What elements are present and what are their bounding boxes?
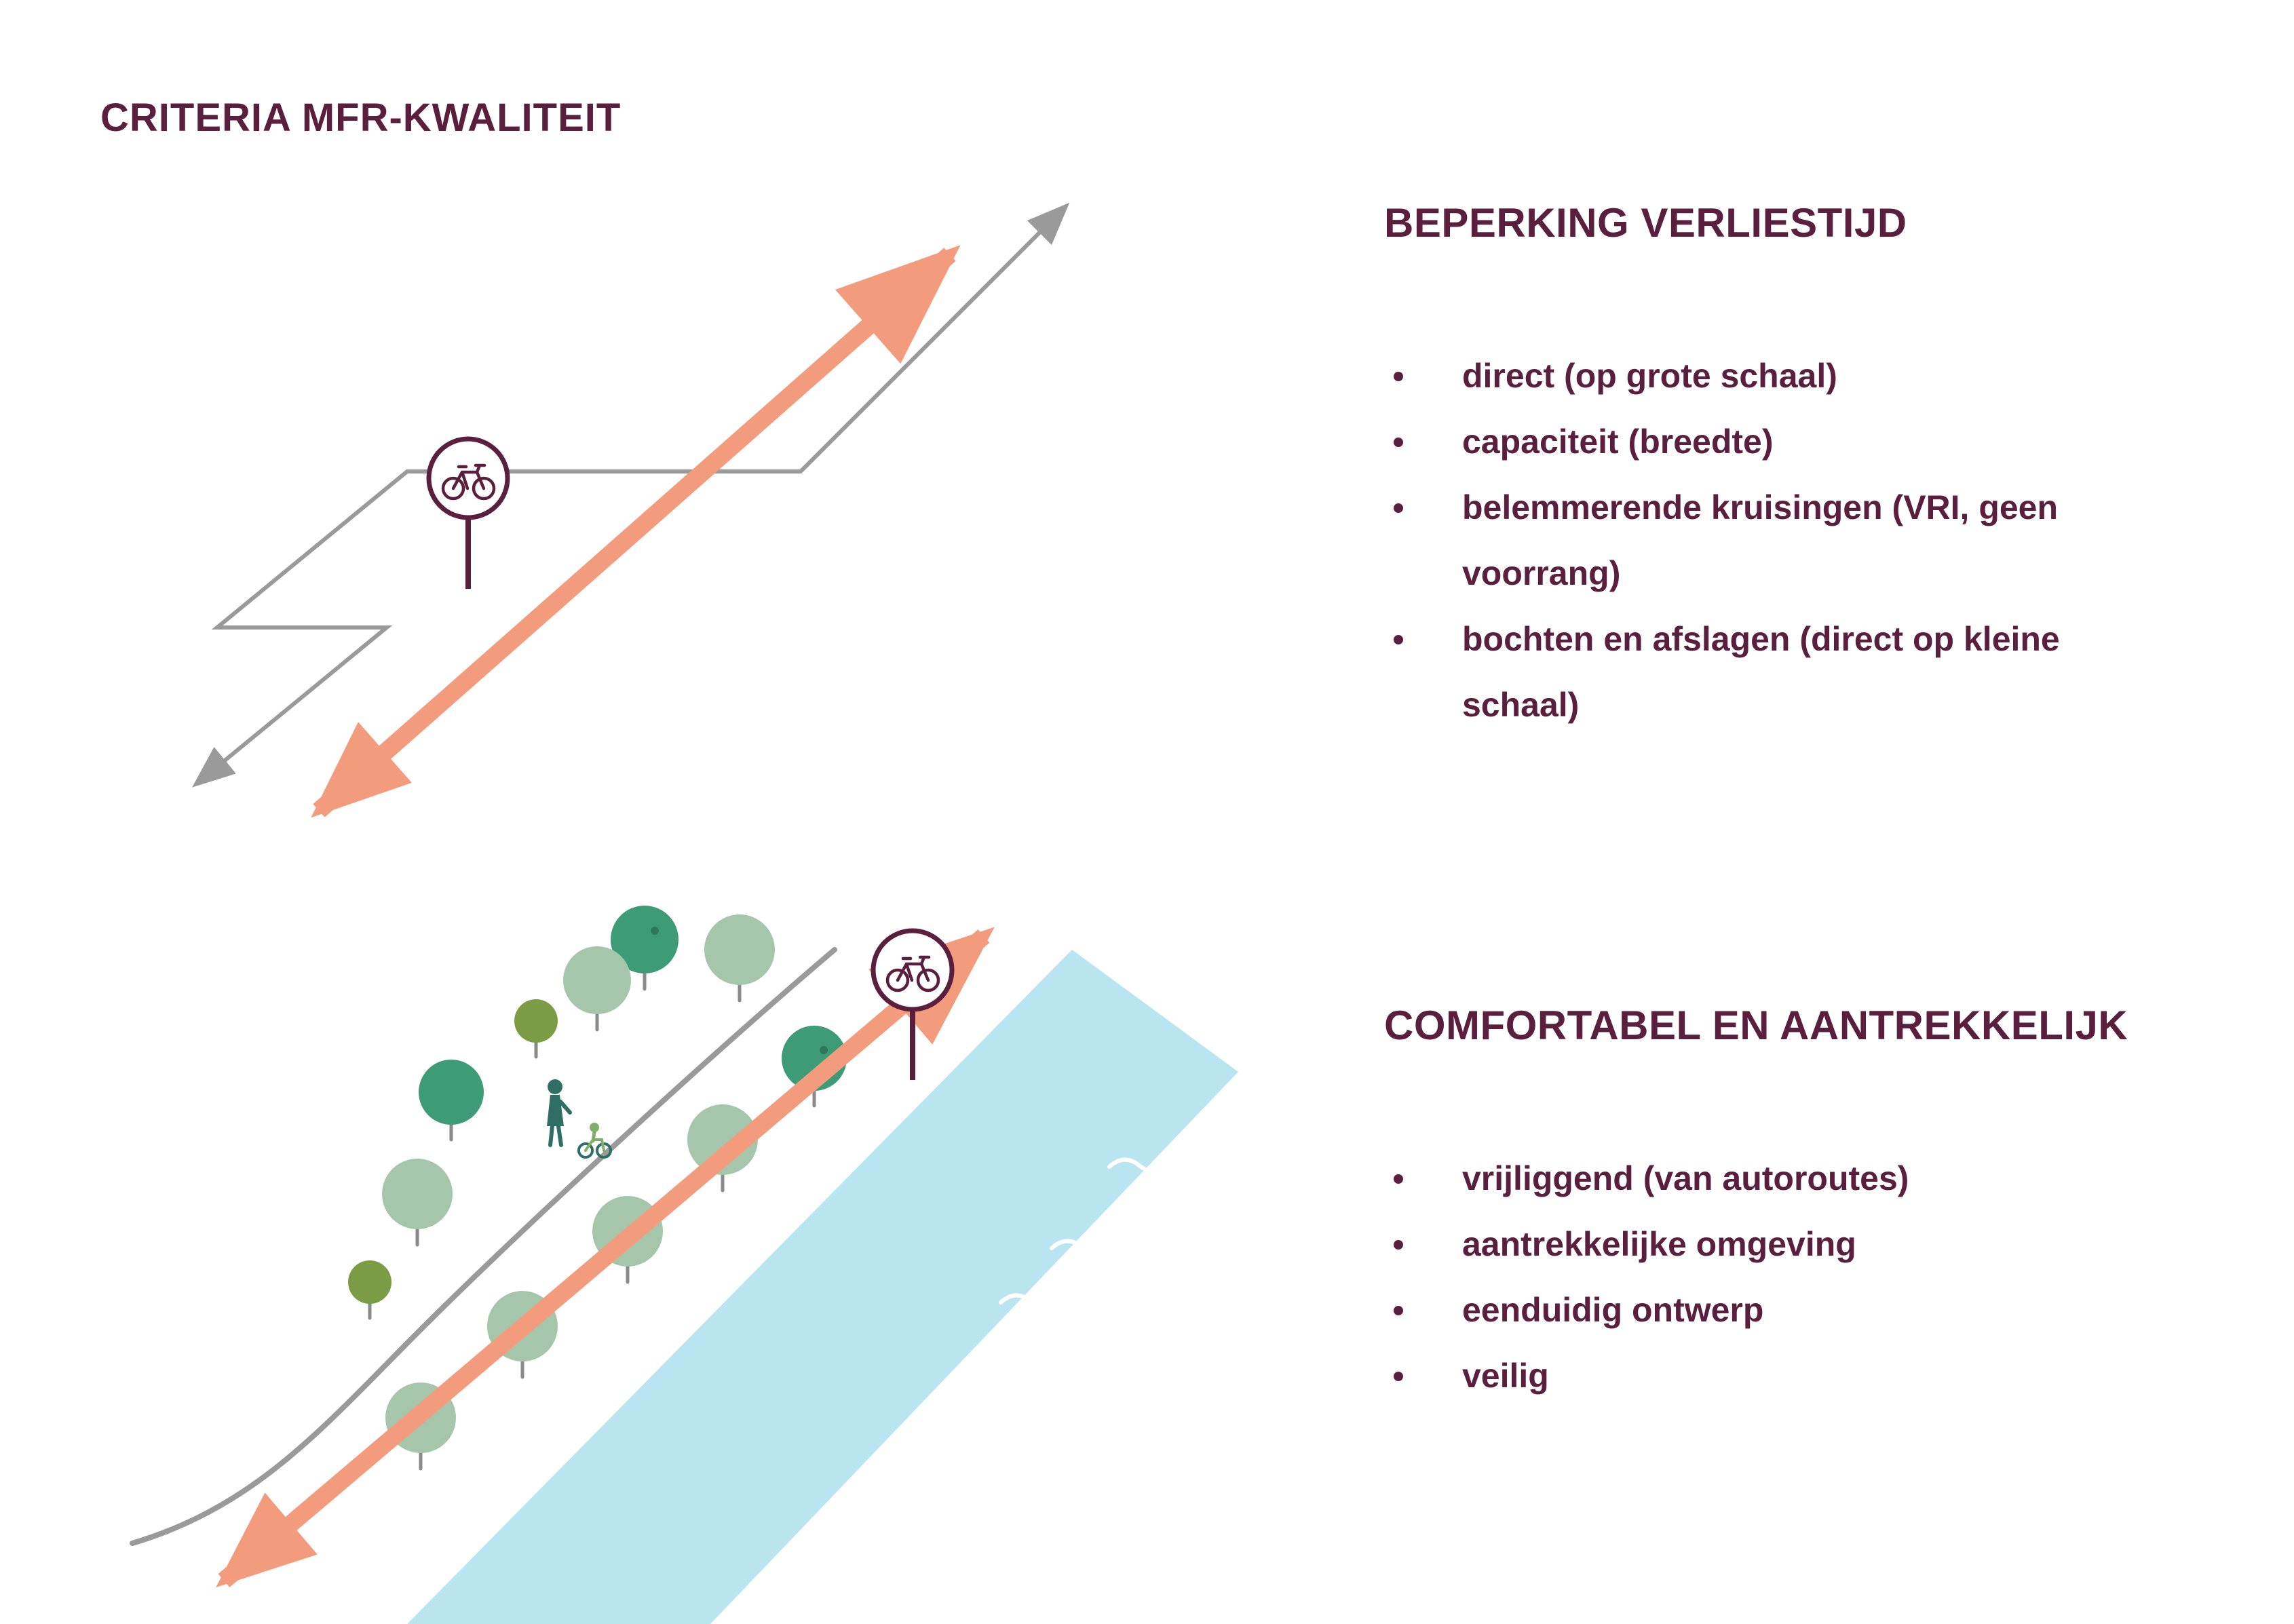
tree (704, 914, 775, 985)
bullet-text: bochten en afslagen (direct op kleine sc… (1462, 620, 2060, 724)
bullet-item: vrijliggend (van autoroutes) (1384, 1146, 2181, 1212)
direct-route-arrow (311, 245, 961, 818)
section-heading: COMFORTABEL EN AANTREKKELIJK (1384, 1003, 2128, 1048)
tree (419, 1060, 484, 1125)
bicycle-sign-icon (871, 928, 955, 1080)
bullet-text: eenduidig ontwerp (1462, 1291, 1764, 1329)
bullet-item: direct (op grote schaal) (1384, 343, 2181, 409)
bullet-text: direct (op grote schaal) (1462, 357, 1837, 395)
bullet-text: belemmerende kruisingen (VRI, geen voorr… (1462, 488, 2059, 592)
section-beperking-verliestijd: BEPERKING VERLIESTIJD direct (op grote s… (1384, 198, 2239, 738)
bullet-item: aantrekkelijke omgeving (1384, 1212, 2181, 1277)
bullet-text: capaciteit (breedte) (1462, 423, 1774, 461)
bullet-dot (1394, 1372, 1403, 1381)
page-title: CRITERIA MFR-KWALITEIT (100, 96, 622, 140)
bullet-item: eenduidig ontwerp (1384, 1277, 2181, 1343)
bullet-text: aantrekkelijke omgeving (1462, 1225, 1856, 1263)
section-heading: BEPERKING VERLIESTIJD (1384, 200, 1907, 246)
bullet-text: vrijliggend (van autoroutes) (1462, 1159, 1909, 1197)
bullet-item: bochten en afslagen (direct op kleine sc… (1384, 606, 2181, 738)
tree (563, 946, 631, 1014)
zigzag-route-path (192, 202, 1070, 788)
tree (382, 1159, 453, 1229)
bicycle-sign-icon (426, 436, 510, 589)
bullet-item: veilig (1384, 1343, 2181, 1409)
bullet-dot (1394, 1240, 1403, 1250)
bullet-item: belemmerende kruisingen (VRI, geen voorr… (1384, 475, 2181, 606)
bullet-item: capaciteit (breedte) (1384, 409, 2181, 475)
tree (514, 999, 558, 1043)
bullet-dot (1394, 438, 1403, 447)
illustration-zigzag-vs-direct (192, 202, 1070, 818)
bullet-dot (1394, 1174, 1403, 1184)
bullet-dot (1394, 372, 1403, 381)
pedestrian-figure (547, 1079, 572, 1147)
illustration-comfortable-route (130, 906, 1238, 1624)
bullet-dot (1394, 503, 1403, 513)
bullet-text: veilig (1462, 1357, 1549, 1395)
bullet-dot (1394, 635, 1403, 644)
bullet-dot (1394, 1306, 1403, 1315)
bullet-list: direct (op grote schaal) capaciteit (bre… (1384, 343, 2181, 738)
section-comfortabel-en-aantrekkelijk: COMFORTABEL EN AANTREKKELIJK vrijliggend… (1384, 1001, 2239, 1409)
tree (348, 1260, 391, 1304)
direct-route-arrow (216, 927, 995, 1588)
bullet-list: vrijliggend (van autoroutes) aantrekkeli… (1384, 1146, 2181, 1409)
